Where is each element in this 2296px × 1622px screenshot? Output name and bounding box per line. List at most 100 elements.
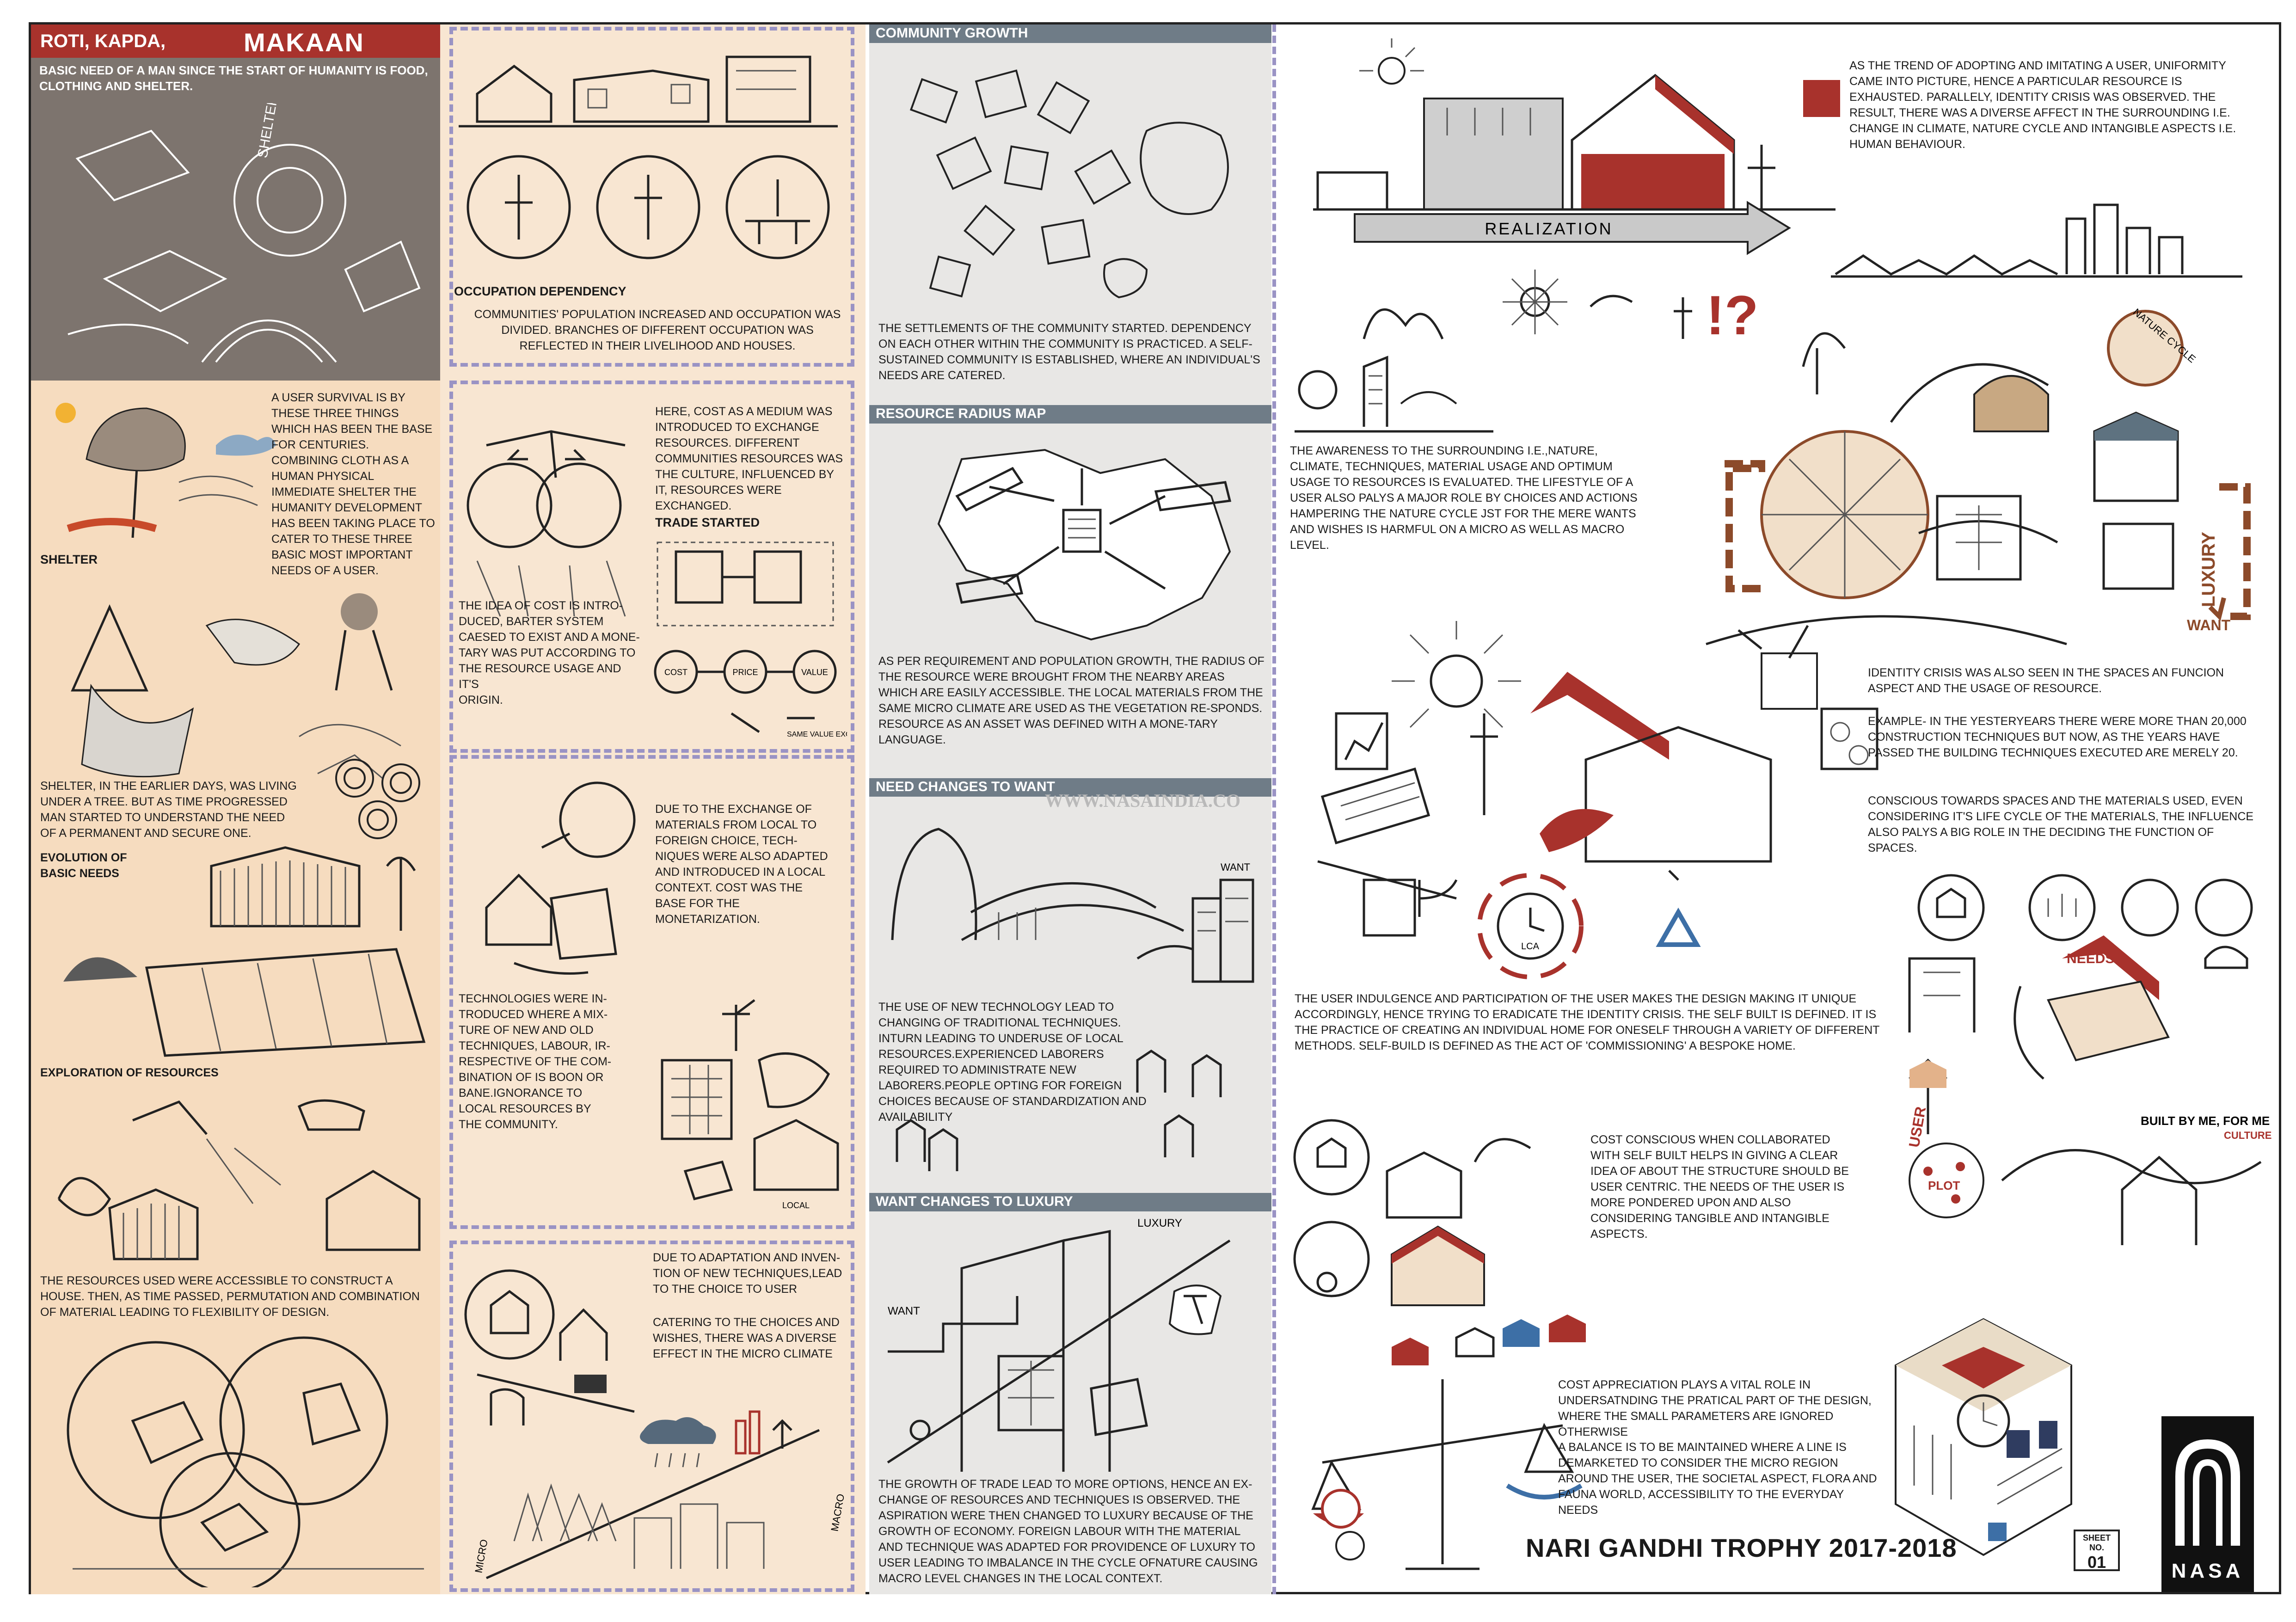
luxury-sketch: LUXURY WANT [887,1217,1231,1472]
shelter-heading: SHELTER [40,553,98,566]
diagram-label-price: PRICE [732,668,758,677]
awareness-sketch [1295,356,1493,433]
technology-sketch: LOCAL [661,999,839,1210]
trophy-title: NARI GANDHI TROPHY 2017-2018 [1526,1533,1957,1562]
question-mark: !? [1706,284,1759,346]
occupation-heading: OCCUPATION DEPENDENCY [454,284,626,298]
col1-grey-block [31,25,440,381]
exchange-sketch [485,781,636,975]
tree-sketch [55,403,276,538]
sheet-number-box: SHEET NO. 01 [2074,1530,2120,1572]
microclimate-sketch: MICRO MACRO [473,1410,847,1579]
shelter-sketch: SHELTER [68,103,421,363]
occupation-circles [467,155,830,259]
nasa-logo: NASA [2161,1416,2254,1592]
exchange-text: DUE TO THE EXCHANGE OF MATERIALS FROM LO… [655,803,828,926]
need-scale-sketch [896,1049,1222,1171]
appreciation-text: COST APPRECIATION PLAYS A VITAL ROLE IN … [1558,1378,1872,1438]
cost-conscious-text: COST CONSCIOUS WHEN COLLABORATED WITH SE… [1590,1133,1849,1241]
realization-arrow: REALIZATION [1354,201,1791,255]
diagram-caption: SAME VALUE EXCHANGE [787,731,847,738]
local-label: LOCAL [782,1201,810,1210]
luxury-text: THE GROWTH OF TRADE LEAD TO MORE OPTIONS… [878,1478,1258,1585]
need-heading: NEED CHANGES TO WANT [869,778,1271,797]
stone-pile-sketch [335,759,420,839]
luxury-heading: WANT CHANGES TO LUXURY [869,1193,1271,1211]
uniformity-sketch [1313,38,1836,211]
sheet-label: SHEET NO. [2082,1533,2111,1552]
column-divider [1272,25,1276,1594]
macro-label: MACRO [829,1493,847,1532]
community-heading: COMMUNITY GROWTH [869,25,1271,43]
conscious-text: CONSCIOUS TOWARDS SPACES AND THE MATERIA… [1868,794,2254,854]
radius-heading: RESOURCE RADIUS MAP [869,405,1271,424]
column-occupation: OCCUPATION DEPENDENCY COMMUNITIES' POPUL… [440,25,866,1594]
luxury-vertical-label: LUXURY [2198,532,2219,607]
watermark: WWW.NASAINDIA.CO [1045,790,1241,811]
exchange-panel [449,755,854,1229]
evolution-sketch [63,846,426,1057]
survival-text: A USER SURVIVAL IS BY THESE THREE THINGS… [271,391,435,577]
choice-sketch [464,1269,635,1425]
climate-panel [449,1241,854,1592]
col1-title-right: MAKAAN [244,28,364,57]
flexibility-sketch [67,1336,424,1587]
cost-text: HERE, COST AS A MEDIUM WAS INTRODUCED TO… [655,405,843,512]
want-label: WANT [1221,861,1250,873]
culture-label: CULTURE [2224,1130,2271,1141]
exploration-sketch [57,1099,421,1260]
indulgence-text: THE USER INDULGENCE AND PARTICIPATION OF… [1295,992,1879,1052]
resources-text: THE RESOURCES USED WERE ACCESSIBLE TO CO… [40,1274,420,1319]
diagram-label-value: VALUE [801,668,828,677]
occupation-text: COMMUNITIES' POPULATION INCREASED AND OC… [474,308,841,352]
nasa-logo-text: NASA [2171,1560,2244,1582]
nasa-arch-icon [2175,1439,2240,1546]
needs-label: NEEDS [2067,951,2114,966]
idea-text: THE IDEA OF COST IS INTRO- DUCED, BARTER… [459,599,640,707]
cost-conscious-sketch [1293,1119,1586,1365]
luxury-sketch-label: LUXURY [1137,1217,1182,1229]
shelter-hut-sketch [71,593,401,779]
identity-text: IDENTITY CRISIS WAS ALSO SEEN IN THE SPA… [1868,666,2224,695]
balance-cube-sketch [1895,1318,2072,1556]
resource-map-sketch [937,449,1232,641]
micro-label: MICRO [473,1538,490,1574]
catering-text: CATERING TO THE CHOICES AND WISHES, THER… [653,1316,840,1360]
identity-crisis-sketch: LCA [1317,621,1879,979]
col1-title-left: ROTI, KAPDA, [40,31,166,51]
diagram-label-cost: COST [664,668,688,677]
adaptation-text: DUE TO ADAPTATION AND INVEN- TION OF NEW… [653,1251,842,1296]
want-sketch-label: WANT [888,1305,920,1317]
tech-text: TECHNOLOGIES WERE IN- TRODUCED WHERE A M… [459,992,612,1131]
uniformity-text: AS THE TREND OF ADOPTING AND IMITATING A… [1849,59,2236,151]
community-text: THE SETTLEMENTS OF THE COMMUNITY STARTED… [878,322,1260,382]
occupation-panel [449,27,854,367]
nature-cycle-sketch: NATURE CYCLE LUXURY WANT [1706,306,2251,645]
balance-text: A BALANCE IS TO BE MAINTAINED WHERE A LI… [1558,1441,1877,1517]
lca-label: LCA [1521,941,1540,952]
evolution-heading: EVOLUTION OF BASIC NEEDS [40,851,127,880]
col1-title-box [31,25,440,58]
awareness-text: THE AWARENESS TO THE SURROUNDING I.E.,NA… [1290,444,1638,552]
sheet-number: 01 [2087,1553,2106,1572]
trade-panel [449,381,854,753]
column-roti-kapda-makaan: ROTI, KAPDA, MAKAAN BASIC NEED OF A MAN … [31,25,440,1594]
column-community: COMMUNITY GROWTH THE SETTLEMENTS OF THE … [869,25,1271,1594]
column-realization: AS THE TREND OF ADOPTING AND IMITATING A… [1281,25,2279,1594]
balance-sketch [1311,1379,1583,1570]
col1-intro: BASIC NEED OF A MAN SINCE THE START OF H… [39,63,428,93]
exploration-heading: EXPLORATION OF RESOURCES [40,1066,219,1079]
brick-stack [1803,80,1840,117]
cycle-sketch [1363,270,1692,340]
need-to-want-sketch: WANT [891,828,1254,983]
need-text: THE USE OF NEW TECHNOLOGY LEAD TO CHANGI… [878,1001,1147,1124]
radius-text: AS PER REQUIREMENT AND POPULATION GROWTH… [878,655,1265,746]
community-sketch [909,69,1229,299]
self-build-sketch: NEEDS USER PLOT CULTURE BUILT BY ME, FOR… [1905,874,2271,1245]
realization-label: REALIZATION [1485,219,1613,238]
example-text: EXAMPLE- IN THE YESTERYEARS THERE WERE M… [1868,715,2247,759]
barter-sketch [467,430,626,617]
shelter-sketch-label: SHELTER [255,103,281,159]
want-vertical-label: WANT [2187,617,2231,633]
trade-heading: TRADE STARTED [655,516,760,529]
